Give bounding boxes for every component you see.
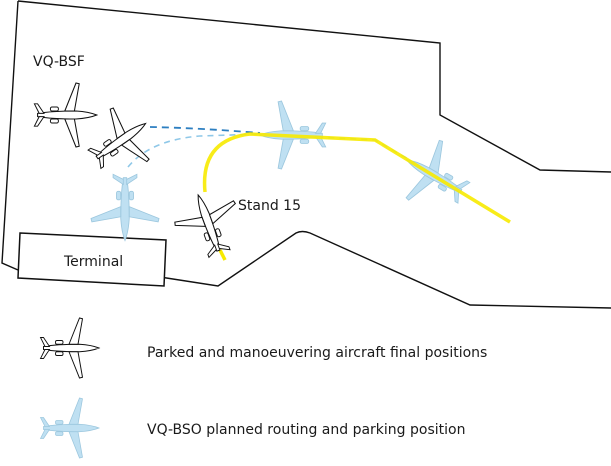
actual-route-tail <box>218 249 227 261</box>
light-blue-aircraft-icon <box>40 397 100 459</box>
black-outline-aircraft-icon <box>40 317 100 379</box>
legend-item-parked: Parked and manoeuvering aircraft final p… <box>147 345 488 361</box>
actual-route <box>202 132 511 224</box>
terminal-building <box>17 232 167 287</box>
apron-boundary-bottom <box>159 230 611 309</box>
stand-label: Stand 15 <box>238 198 301 214</box>
apron-boundary-top <box>17 0 611 173</box>
aircraft-vq-bsf <box>33 82 98 148</box>
planned-route-dashed-dark <box>149 126 261 134</box>
planned-route-dashed-light <box>127 133 411 168</box>
aircraft-registration-label: VQ-BSF <box>33 54 85 70</box>
legend-item-planned: VQ-BSO planned routing and parking posit… <box>147 422 466 438</box>
manoeuvering-aircraft <box>75 96 165 187</box>
terminal-label: Terminal <box>64 254 124 270</box>
apron-boundary-left <box>1 0 19 271</box>
aircraft-stand-15 <box>167 183 251 266</box>
planned-aircraft-stand <box>90 173 160 242</box>
